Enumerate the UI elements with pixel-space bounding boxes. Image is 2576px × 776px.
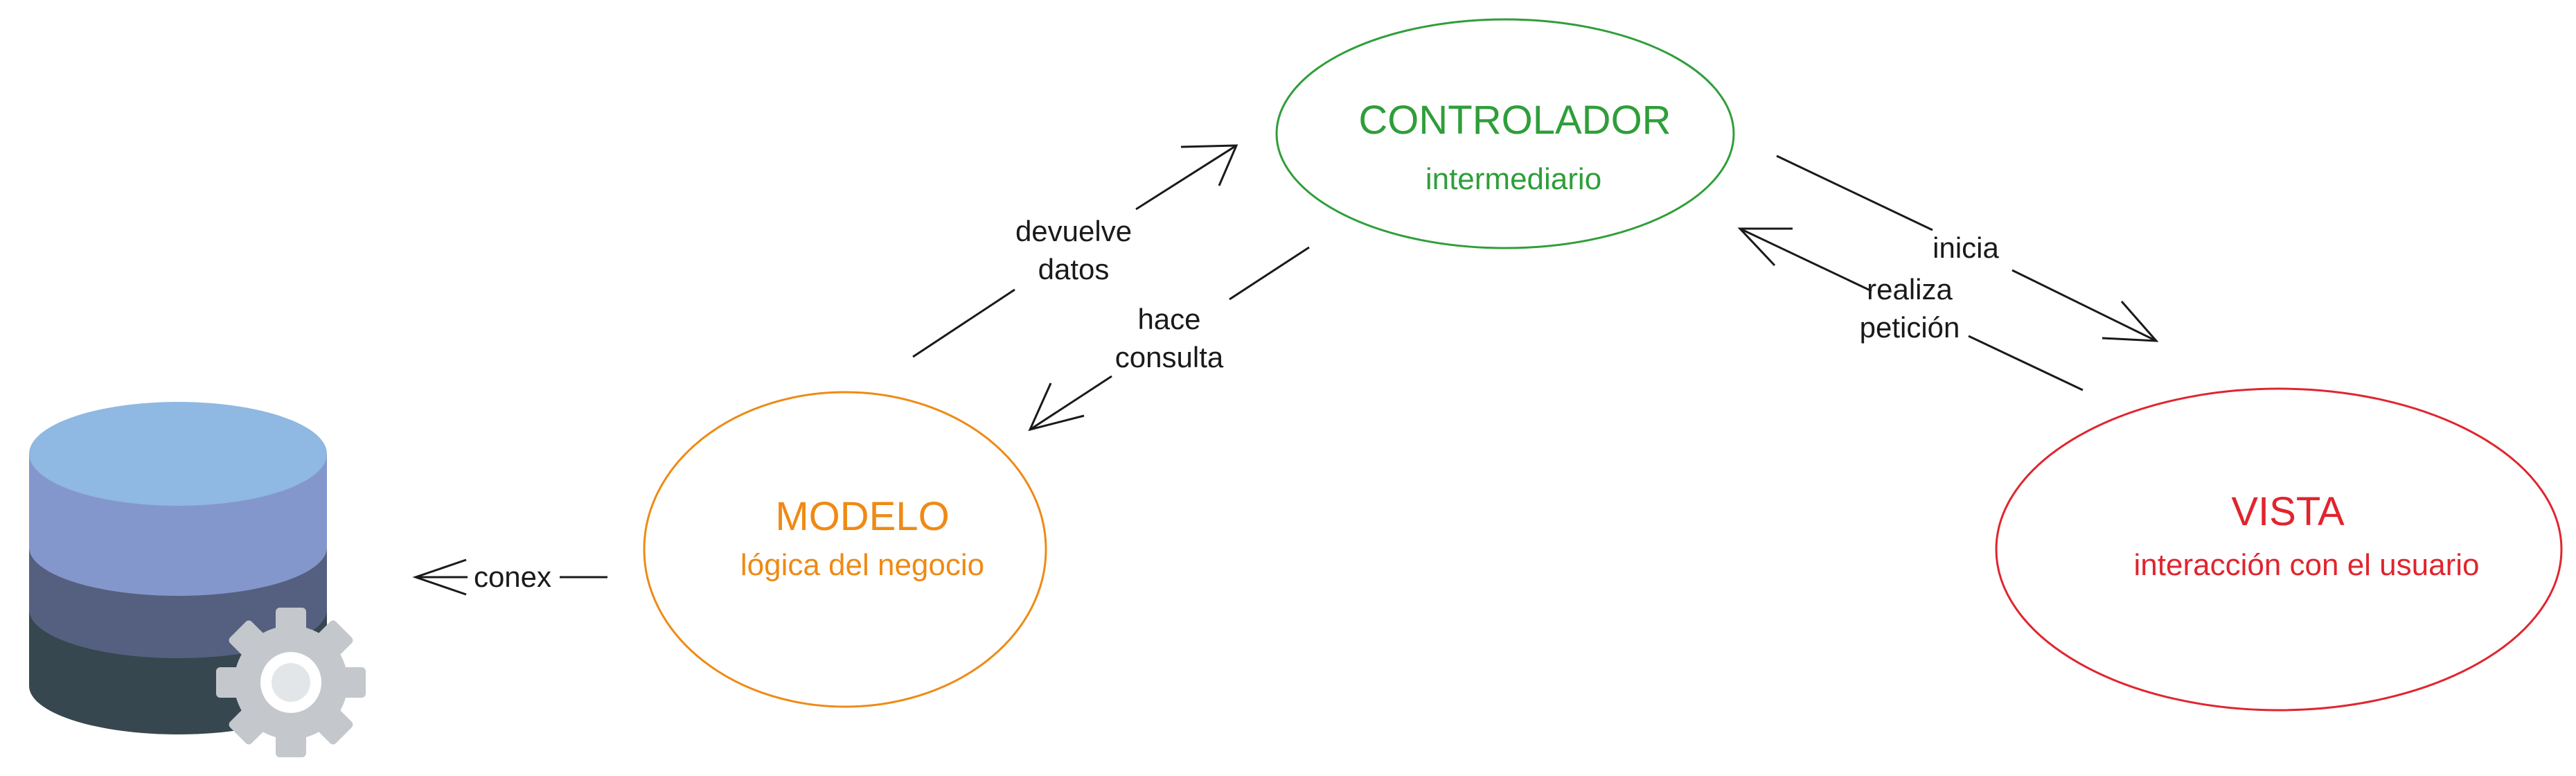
node-controlador-title: CONTROLADOR	[1358, 98, 1671, 143]
edge-realiza-peticion	[1737, 227, 2084, 391]
node-modelo-ellipse	[643, 391, 1047, 708]
edge-inicia-label: inicia	[1933, 231, 1999, 264]
node-vista-title: VISTA	[2231, 489, 2345, 534]
database-gear-icon	[29, 402, 366, 757]
edge-hace-consulta-label-2: consulta	[1115, 341, 1224, 373]
edge-hace-consulta	[1028, 246, 1310, 432]
edge-conex-label: conex	[474, 561, 551, 593]
edge-devuelve-datos	[912, 144, 1238, 358]
edge-conex	[412, 558, 607, 596]
edge-devuelve-datos-label-1: devuelve	[1015, 215, 1132, 247]
node-modelo: MODELO lógica del negocio	[643, 391, 1047, 708]
edge-realiza-peticion-label-2: petición	[1860, 311, 1960, 344]
node-vista: VISTA interacción con el usuario	[1995, 387, 2563, 712]
node-controlador-subtitle: intermediario	[1425, 162, 1601, 196]
node-modelo-subtitle: lógica del negocio	[740, 548, 984, 582]
node-vista-ellipse	[1995, 387, 2563, 712]
node-vista-subtitle: interacción con el usuario	[2134, 548, 2480, 582]
edge-realiza-peticion-label-1: realiza	[1867, 273, 1953, 306]
edge-inicia	[1776, 155, 2159, 342]
edge-devuelve-datos-label-2: datos	[1038, 253, 1110, 285]
node-modelo-title: MODELO	[775, 494, 949, 539]
node-controlador: CONTROLADOR intermediario	[1275, 18, 1735, 249]
node-controlador-ellipse	[1275, 18, 1735, 249]
edge-hace-consulta-label-1: hace	[1137, 303, 1200, 335]
